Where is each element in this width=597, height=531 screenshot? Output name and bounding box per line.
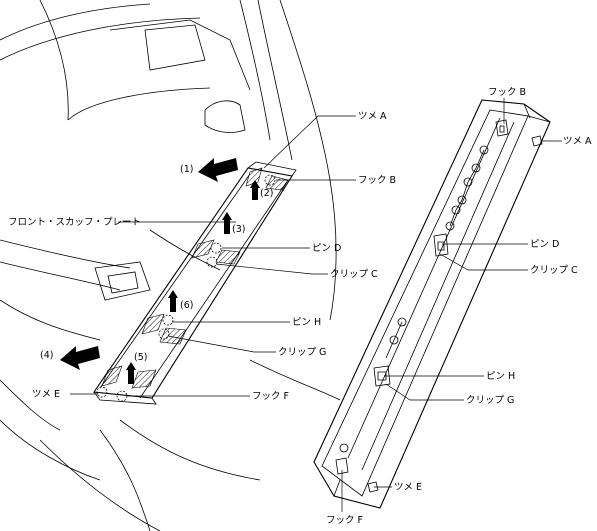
step-numbers: (1) (2) (3) (4) (5) (6) [40, 164, 273, 363]
label-clip-g: クリップ G [466, 395, 514, 406]
label-tsume-a: ツメ A [563, 136, 592, 147]
dashed-circle-icon [162, 314, 174, 326]
label-pin-h: ピン H [292, 317, 321, 328]
front-scuff-plate-right [313, 99, 551, 509]
label-hook-f: フック F [326, 515, 363, 526]
label-clip-g: クリップ G [278, 347, 326, 358]
leader-lines-left [70, 115, 356, 397]
label-pin-d: ピン D [530, 239, 559, 250]
arrow-up-icon [168, 290, 178, 312]
arrow-icon [198, 158, 238, 182]
leader-lines-right [341, 98, 562, 512]
dashed-circle-icon [96, 386, 108, 398]
label-front-scuff-plate: フロント・スカッフ・プレート [8, 217, 141, 228]
step-6: (6) [180, 300, 193, 311]
clip-pads-left [101, 167, 289, 389]
step-3: (3) [232, 224, 245, 235]
step-5: (5) [134, 352, 147, 363]
label-tsume-a: ツメ A [358, 111, 387, 122]
label-tsume-e: ツメ E [394, 482, 422, 493]
label-hook-f: フック F [252, 391, 289, 402]
step-1: (1) [180, 164, 193, 175]
label-pin-h: ピン H [486, 371, 515, 382]
hidden-clips-left [96, 174, 276, 402]
arrow-up-icon [250, 180, 260, 200]
label-clip-c: クリップ C [530, 265, 578, 276]
arrow-up-icon [126, 362, 136, 384]
arrow-icon [60, 346, 100, 370]
label-clip-c: クリップ C [330, 269, 378, 280]
arrow-up-icon [222, 212, 232, 234]
label-hook-b: フック B [488, 87, 526, 98]
callout-labels-left: ツメ A フック B フロント・スカッフ・プレート ピン D クリップ C ピン… [8, 111, 396, 402]
label-pin-d: ピン D [312, 243, 341, 254]
dashed-circle-icon [116, 390, 128, 402]
dashed-circle-icon [158, 328, 170, 340]
right-plate-details [335, 119, 543, 493]
dashed-circle-icon [206, 256, 218, 268]
vehicle-body-outline [0, 0, 341, 531]
label-hook-b: フック B [358, 175, 396, 186]
dashed-circle-icon [210, 242, 222, 254]
step-2: (2) [260, 188, 273, 199]
step-4: (4) [40, 350, 53, 361]
dashed-circle-icon [264, 174, 276, 186]
callout-labels-right: フック B ツメ A ピン D クリップ C ピン H クリップ G ツメ E … [326, 87, 592, 526]
label-tsume-e: ツメ E [32, 389, 60, 400]
removal-arrows [60, 158, 260, 384]
